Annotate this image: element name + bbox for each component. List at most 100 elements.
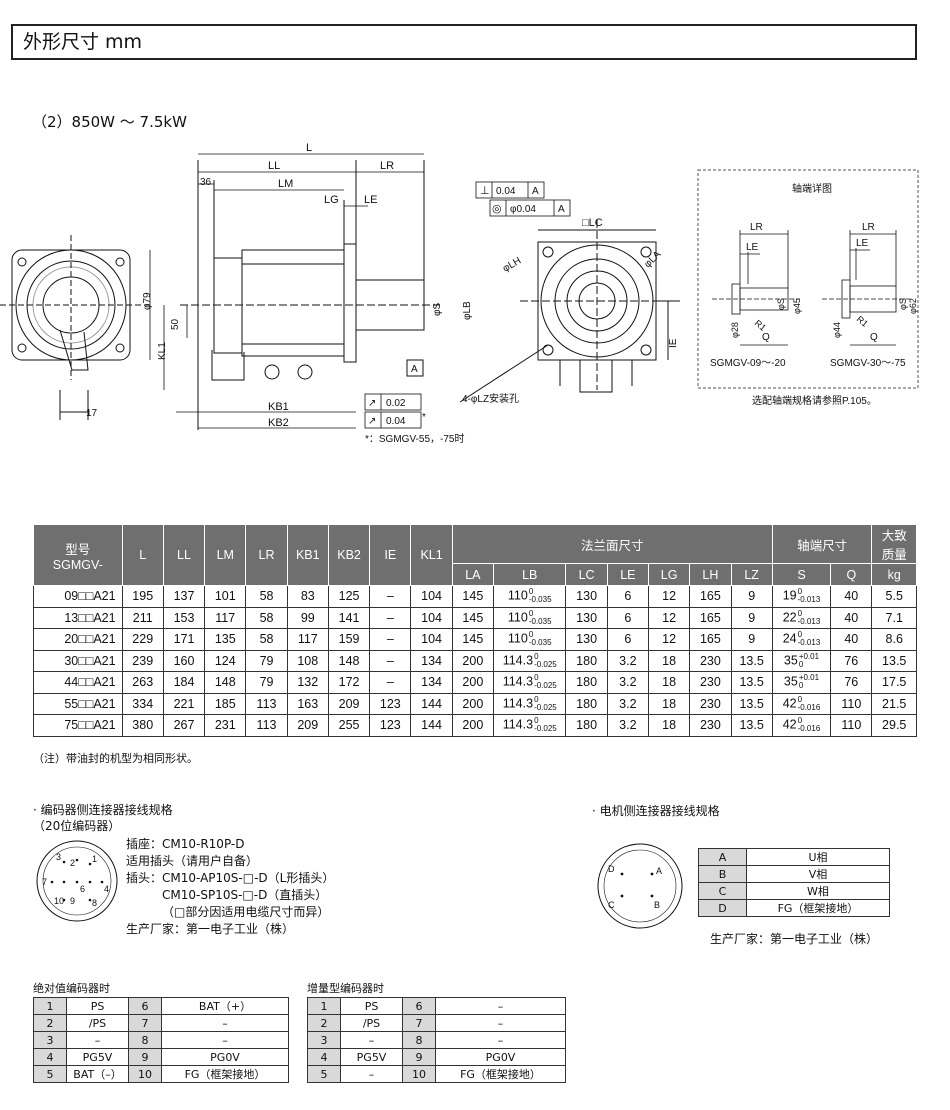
cell-le: 3.2 [606, 692, 650, 715]
tolerance: 0-0.025 [534, 695, 557, 712]
dim-17: 17 [86, 408, 98, 419]
conc-ref: A [558, 204, 565, 215]
dim-phiLB: φLB [462, 301, 473, 320]
dimension-lines [149, 153, 424, 429]
table-row: 3–8– [33, 1031, 289, 1049]
cell-kb1: 163 [286, 692, 329, 715]
encoder-connector-spec: 插座：CM10-R10P-D 适用插头（请用户自备） 插头：CM10-AP10S… [126, 836, 334, 938]
cell-lc: 180 [565, 692, 608, 715]
cell-lr: 113 [245, 692, 288, 715]
cell-model: 55□□A21 [33, 692, 123, 715]
dim-phiLH: φLH [501, 255, 523, 274]
shaft-detail-title: 轴端详图 [792, 182, 832, 195]
enc-pin-2: 2 [70, 858, 75, 868]
motor-connector-icon: D A C B [597, 843, 683, 929]
cell-l: 229 [121, 628, 164, 651]
col-LG: LG [647, 563, 691, 586]
pin-signal: PS [340, 997, 403, 1015]
cell-q: 110 [830, 692, 873, 715]
tolerance-lower: -0.035 [528, 638, 552, 648]
cell-lh: 165 [689, 606, 732, 629]
tolerance: 0-0.035 [528, 608, 552, 626]
cell-kb1: 132 [286, 671, 329, 694]
enc-pin-9: 9 [70, 896, 75, 906]
pin-number: 6 [128, 997, 162, 1015]
cell-lr: 58 [245, 628, 288, 651]
cell-model: 13□□A21 [33, 606, 123, 629]
section-heading: （2）850W ～ 7.5kW [32, 113, 187, 131]
dim-KB1: KB1 [268, 401, 289, 413]
cell-kb1: 83 [286, 585, 329, 608]
cell-mass: 5.5 [871, 585, 917, 608]
encoder-title-line2: （20位编码器） [33, 819, 121, 833]
col-LM: LM [204, 524, 247, 586]
tolerance: 0-0.025 [534, 674, 557, 690]
tolerance-upper: 0 [534, 673, 539, 683]
front-view [459, 220, 680, 403]
pin-number: 9 [402, 1048, 436, 1066]
pin-number: 10 [402, 1065, 436, 1083]
col-KL1: KL1 [410, 524, 453, 586]
dim-36: 36 [200, 177, 212, 188]
encoder-connector-title: · 编码器侧连接器接线规格 （20位编码器） [33, 802, 173, 834]
perp-ref: A [532, 186, 539, 197]
perp-value: 0.04 [496, 186, 516, 197]
cell-lz: 9 [730, 606, 773, 629]
encoder-spec-line: 生产厂家：第一电子工业（株） [126, 922, 295, 936]
encoder-spec-line: 插座：CM10-R10P-D [126, 837, 245, 851]
cell-kb2: 159 [327, 628, 371, 651]
cell-lg: 18 [647, 692, 691, 715]
tolerance-lower: 0 [798, 681, 804, 691]
col-KB1: KB1 [286, 524, 329, 586]
tolerance: 0-0.035 [529, 588, 552, 604]
pin-signal: – [435, 1031, 566, 1049]
tolerance: 0-0.025 [534, 717, 557, 733]
cell-q: 40 [830, 606, 873, 629]
cell-l: 263 [121, 671, 164, 694]
cell-ll: 137 [162, 585, 206, 608]
pin-number: 5 [307, 1065, 341, 1083]
cell-q: 76 [830, 649, 873, 672]
cell-lr: 58 [245, 585, 288, 608]
table-row: 3–8– [307, 1031, 566, 1049]
pin-number: 2 [33, 1014, 67, 1032]
tolerance-lower: -0.035 [528, 595, 552, 605]
cell-ie: 123 [369, 714, 412, 737]
cell-s-value: 35 [783, 674, 798, 689]
table-note: （注）带油封的机型为相同形状。 [33, 752, 198, 765]
tolerance-lower: -0.013 [797, 595, 821, 605]
tolerance-upper: 0 [528, 608, 534, 618]
cell-la: 145 [451, 628, 494, 651]
cell-kl1: 104 [410, 606, 453, 629]
shaft-right-Q: Q [870, 332, 878, 343]
pin-signal: PG5V [66, 1048, 129, 1066]
cell-le: 6 [606, 606, 650, 629]
cell-kb2: 255 [327, 714, 371, 737]
col-LC: LC [565, 563, 608, 586]
pin-signal: /PS [66, 1014, 129, 1032]
tolerance-lower: -0.025 [534, 659, 557, 669]
cell-lb-value: 114.3 [502, 717, 534, 732]
cell-la: 200 [451, 692, 494, 715]
tolerance-lower: -0.016 [797, 702, 821, 712]
pin-number: 2 [307, 1014, 341, 1032]
cell-kl1: 134 [410, 649, 453, 672]
encoder-connector-icon: 3 2 1 7 6 4 10 9 8 [36, 840, 118, 922]
cell-lm: 135 [204, 628, 247, 651]
tolerance-upper: 0 [528, 587, 534, 597]
cell-ie: – [369, 606, 412, 629]
col-LR: LR [245, 524, 288, 586]
col-mass: 大致 质量 [871, 524, 917, 564]
cell-mass: 8.6 [871, 628, 917, 651]
col-LA: LA [451, 563, 494, 586]
cell-ll: 184 [162, 671, 206, 694]
runout-symbol-1: ↗ [368, 398, 376, 409]
